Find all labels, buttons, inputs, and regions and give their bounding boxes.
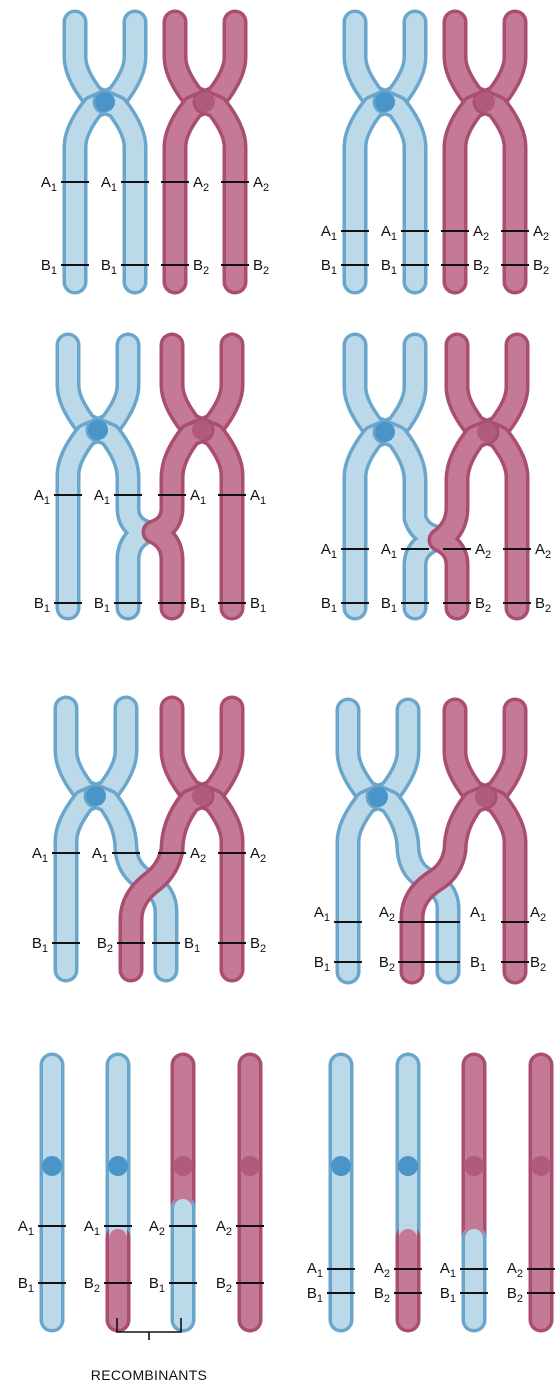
panel-3-right-label-b2: B2 [379,954,395,974]
p2l-blue-centromere [88,420,108,440]
panel-4-left-label-a4: A2 [216,1218,232,1238]
panel-1-right-label-b4: B2 [533,257,549,277]
p4l-chromatid-3-centromere [173,1156,193,1176]
panel-3-right-label-b1: B1 [314,954,330,974]
panel-1-left-label-b2: B1 [101,257,117,277]
panel-1-right-label-a3: A2 [473,223,489,243]
p3l-blue-centromere [86,786,106,806]
panel-4-right-label-b2: B2 [374,1285,390,1305]
panel-2-right-label-b1: B1 [321,595,337,615]
panel-2-left-label-a4: A1 [250,487,266,507]
panel-4-right-label-b1: B1 [307,1285,323,1305]
panel-2-right-label-b4: B2 [535,595,551,615]
p3r-blue-centromere [368,787,388,807]
p1l-blue-centromere [95,92,115,112]
panel-4-right-label-a2: A2 [374,1260,390,1280]
panel-1-left-label-a2: A1 [101,174,117,194]
panel-3-left-label-a1: A1 [32,845,48,865]
panel-3-left-label-a4: A2 [250,845,266,865]
panel-3-left-label-b1: B1 [32,935,48,955]
p4r-chromatid-4-centromere [531,1156,551,1176]
panel-3-right-label-a2: A2 [379,904,395,924]
p1l-red-centromere [195,92,215,112]
panel-3-left-label-a2: A1 [92,845,108,865]
p2r-red-centromere [477,422,497,442]
panel-4-right-label-b3: B1 [440,1285,456,1305]
panel-1-right-label-a2: A1 [381,223,397,243]
p4l-chromatid-2-centromere [108,1156,128,1176]
panel-2-right-label-a1: A1 [321,541,337,561]
panel-2-left-label-b3: B1 [190,595,206,615]
panel-1-right-label-b2: B1 [381,257,397,277]
panel-2-left-label-b2: B1 [94,595,110,615]
panel-2-right-label-a3: A2 [475,541,491,561]
panel-4-left-label-a1: A1 [18,1218,34,1238]
p2l-red-centromere [192,420,212,440]
panel-3-left-label-a3: A2 [190,845,206,865]
panel-4-left-label-b3: B1 [149,1275,165,1295]
panel-1-right-label-a4: A2 [533,223,549,243]
p3r-red-centromere [475,787,495,807]
panel-1-left-label-a3: A2 [193,174,209,194]
p4r-chromatid-1-centromere [331,1156,351,1176]
panel-1-left-label-a1: A1 [41,174,57,194]
panel-3-right-label-a1: A1 [314,904,330,924]
p3l-red-centromere [192,786,212,806]
panel-4-right-label-a1: A1 [307,1260,323,1280]
panel-2-left-label-a2: A1 [94,487,110,507]
p1r-red-centromere [475,92,495,112]
panel-4-left-label-b1: B1 [18,1275,34,1295]
panel-1-left-label-a4: A2 [253,174,269,194]
panel-1-right-label-b1: B1 [321,257,337,277]
panel-2-right-label-a2: A1 [381,541,397,561]
panel-3-right-label-b3: B1 [470,954,486,974]
p4r-chromatid-3-centromere [464,1156,484,1176]
p2r-blue-centromere [375,422,395,442]
chromosome-shapes [38,22,555,1320]
panel-1-left-label-b1: B1 [41,257,57,277]
panel-2-right-label-b2: B1 [381,595,397,615]
panel-3-right-label-a4: A2 [530,904,546,924]
panel-1-right-label-a1: A1 [321,223,337,243]
panel-3-left-label-b3: B1 [184,935,200,955]
panel-4-right-label-a3: A1 [440,1260,456,1280]
panel-2-left-label-b4: B1 [250,595,266,615]
panel-4-left-label-b4: B2 [216,1275,232,1295]
panel-4-right-label-b4: B2 [507,1285,523,1305]
panel-2-left-label-a1: A1 [34,487,50,507]
panel-1-right-label-b3: B2 [473,257,489,277]
recombinants-caption: RECOMBINANTS [91,1367,207,1383]
panel-4-left-label-b2: B2 [84,1275,100,1295]
panel-1-left-label-b4: B2 [253,257,269,277]
panel-3-right-label-b4: B2 [530,954,546,974]
panel-1-left-label-b3: B2 [193,257,209,277]
panel-2-left-label-b1: B1 [34,595,50,615]
p4l-chromatid-1-centromere [42,1156,62,1176]
p2r-blue-chromatid-2-lower [385,432,440,608]
panel-2-right-label-a4: A2 [535,541,551,561]
panel-2-left-label-a3: A1 [190,487,206,507]
p1r-blue-centromere [375,92,395,112]
panel-4-left-label-a3: A2 [149,1218,165,1238]
p4r-chromatid-2-centromere [398,1156,418,1176]
panel-3-left-label-b2: B2 [97,935,113,955]
panel-2-right-label-b3: B2 [475,595,491,615]
panel-3-right-label-a3: A1 [470,904,486,924]
panel-4-right-label-a4: A2 [507,1260,523,1280]
p4l-chromatid-4-centromere [240,1156,260,1176]
panel-4-left-label-a2: A1 [84,1218,100,1238]
panel-3-left-label-b4: B2 [250,935,266,955]
